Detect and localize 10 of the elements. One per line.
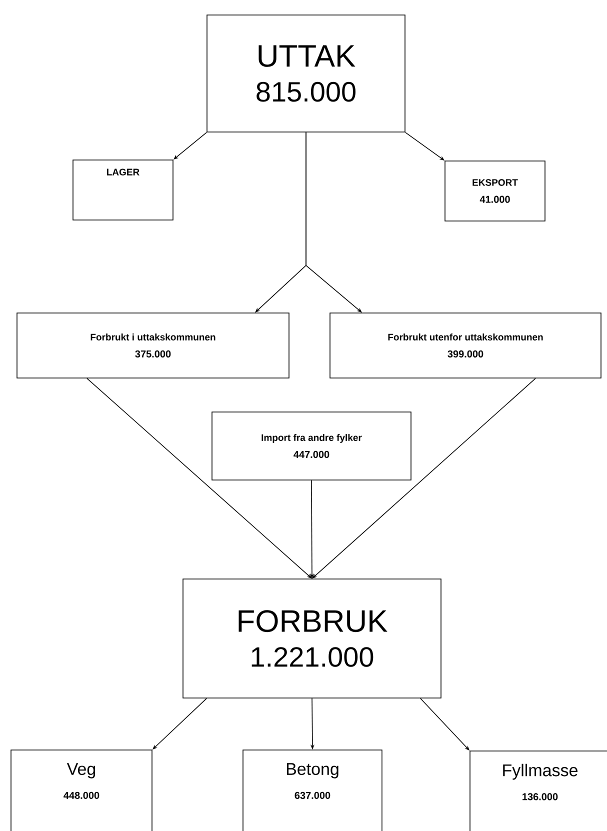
- flow-box: Import fra andre fylker 447.000: [212, 412, 412, 480]
- flow-box: UTTAK 815.000: [206, 14, 406, 132]
- flow-box: Forbrukt utenfor uttakskommunen 399.000: [330, 312, 602, 378]
- flow-box: Forbrukt i uttakskommunen 375.000: [16, 312, 290, 378]
- flow-box: FORBRUK 1.221.000: [182, 578, 442, 698]
- flow-box: LAGER: [72, 160, 174, 220]
- flow-box: EKSPORT 41.000: [444, 160, 546, 222]
- flow-box: Fyllmasse 136.000: [470, 750, 607, 831]
- flow-box: Betong 637.000: [242, 750, 382, 831]
- flow-box: Veg 448.000: [10, 750, 152, 831]
